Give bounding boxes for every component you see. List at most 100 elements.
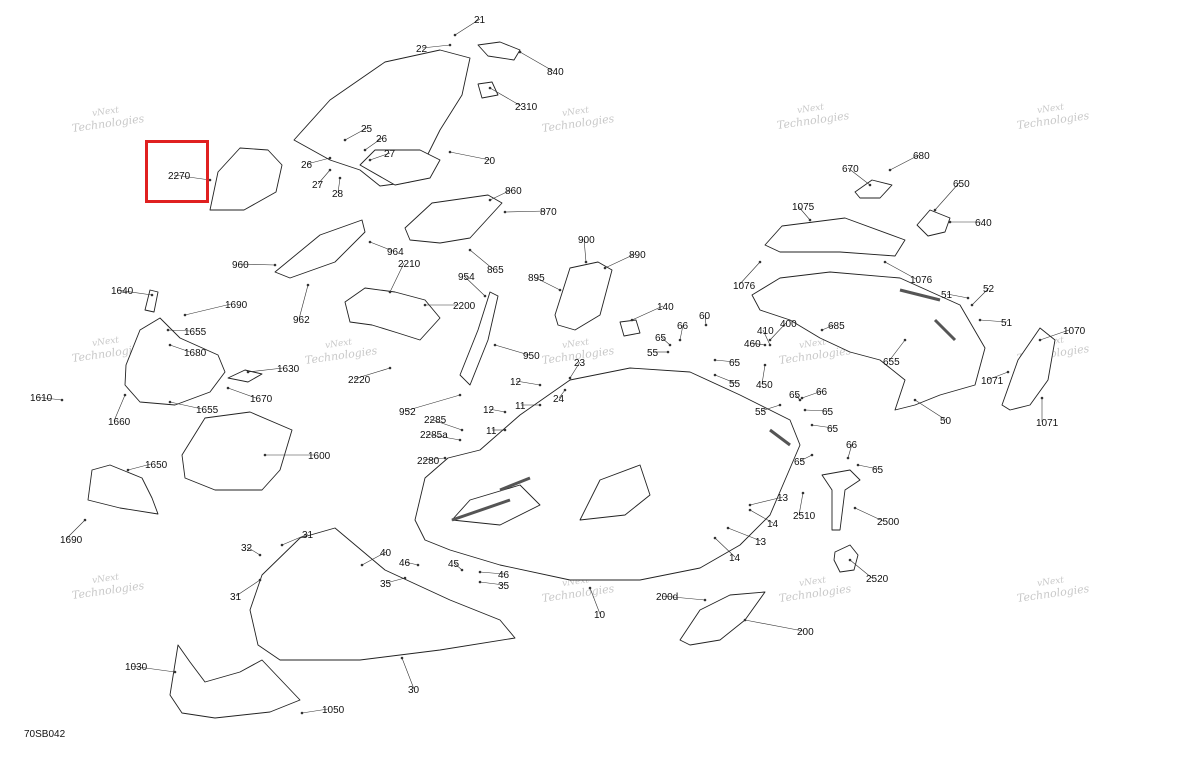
callout-1630[interactable]: 1630 — [277, 364, 300, 375]
callout-1680[interactable]: 1680 — [184, 348, 207, 359]
callout-24[interactable]: 24 — [553, 394, 565, 405]
callout-12[interactable]: 12 — [510, 377, 522, 388]
callout-30[interactable]: 30 — [408, 685, 420, 696]
callout-22[interactable]: 22 — [416, 44, 428, 55]
callout-460[interactable]: 460 — [744, 339, 761, 350]
callout-10[interactable]: 10 — [594, 610, 606, 621]
callout-895[interactable]: 895 — [528, 273, 545, 284]
callout-900[interactable]: 900 — [578, 235, 595, 246]
callout-26[interactable]: 26 — [301, 160, 313, 171]
callout-2210[interactable]: 2210 — [398, 259, 421, 270]
callout-65[interactable]: 65 — [794, 457, 806, 468]
callout-65[interactable]: 65 — [822, 407, 834, 418]
callout-65[interactable]: 65 — [827, 424, 839, 435]
callout-20[interactable]: 20 — [484, 156, 496, 167]
callout-60[interactable]: 60 — [699, 311, 711, 322]
callout-12[interactable]: 12 — [483, 405, 495, 416]
callout-1071[interactable]: 1071 — [981, 376, 1004, 387]
callout-35[interactable]: 35 — [380, 579, 392, 590]
callout-1071[interactable]: 1071 — [1036, 418, 1059, 429]
callout-670[interactable]: 670 — [842, 164, 859, 175]
callout-950[interactable]: 950 — [523, 351, 540, 362]
callout-2270[interactable]: 2270 — [168, 171, 191, 182]
callout-51[interactable]: 51 — [1001, 318, 1013, 329]
callout-35[interactable]: 35 — [498, 581, 510, 592]
callout-685[interactable]: 685 — [828, 321, 845, 332]
callout-2220[interactable]: 2220 — [348, 375, 371, 386]
callout-2310[interactable]: 2310 — [515, 102, 538, 113]
callout-870[interactable]: 870 — [540, 207, 557, 218]
highlight-box[interactable] — [145, 140, 209, 203]
callout-46[interactable]: 46 — [498, 570, 510, 581]
callout-1690[interactable]: 1690 — [225, 300, 248, 311]
callout-865[interactable]: 865 — [487, 265, 504, 276]
callout-1030[interactable]: 1030 — [125, 662, 148, 673]
callout-952[interactable]: 952 — [399, 407, 416, 418]
callout-65[interactable]: 65 — [789, 390, 801, 401]
callout-11[interactable]: 11 — [515, 401, 526, 412]
callout-400[interactable]: 400 — [780, 319, 797, 330]
callout-65[interactable]: 65 — [872, 465, 884, 476]
callout-50[interactable]: 50 — [940, 416, 952, 427]
callout-1655[interactable]: 1655 — [184, 327, 207, 338]
callout-860[interactable]: 860 — [505, 186, 522, 197]
callout-52[interactable]: 52 — [983, 284, 995, 295]
callout-46[interactable]: 46 — [399, 558, 411, 569]
callout-27[interactable]: 27 — [312, 180, 324, 191]
callout-140[interactable]: 140 — [657, 302, 674, 313]
callout-55[interactable]: 55 — [729, 379, 741, 390]
callout-65[interactable]: 65 — [729, 358, 741, 369]
callout-2520[interactable]: 2520 — [866, 574, 889, 585]
callout-26[interactable]: 26 — [376, 134, 388, 145]
callout-1670[interactable]: 1670 — [250, 394, 273, 405]
callout-2500[interactable]: 2500 — [877, 517, 900, 528]
callout-31[interactable]: 31 — [230, 592, 242, 603]
callout-1650[interactable]: 1650 — [145, 460, 168, 471]
callout-13[interactable]: 13 — [755, 537, 767, 548]
callout-28[interactable]: 28 — [332, 189, 344, 200]
callout-650[interactable]: 650 — [953, 179, 970, 190]
callout-1075[interactable]: 1075 — [792, 202, 815, 213]
callout-25[interactable]: 25 — [361, 124, 373, 135]
callout-23[interactable]: 23 — [574, 358, 586, 369]
callout-960[interactable]: 960 — [232, 260, 249, 271]
callout-954[interactable]: 954 — [458, 272, 475, 283]
callout-66[interactable]: 66 — [846, 440, 858, 451]
callout-840[interactable]: 840 — [547, 67, 564, 78]
callout-11[interactable]: 11 — [486, 426, 497, 437]
callout-32[interactable]: 32 — [241, 543, 253, 554]
callout-65[interactable]: 65 — [655, 333, 667, 344]
callout-200[interactable]: 200 — [797, 627, 814, 638]
callout-51[interactable]: 51 — [941, 290, 953, 301]
callout-14[interactable]: 14 — [767, 519, 779, 530]
callout-1050[interactable]: 1050 — [322, 705, 345, 716]
callout-2285a[interactable]: 2285a — [420, 430, 448, 441]
callout-964[interactable]: 964 — [387, 247, 404, 258]
callout-55[interactable]: 55 — [755, 407, 767, 418]
callout-200d[interactable]: 200d — [656, 592, 678, 603]
callout-1070[interactable]: 1070 — [1063, 326, 1086, 337]
callout-655[interactable]: 655 — [883, 357, 900, 368]
callout-1655[interactable]: 1655 — [196, 405, 219, 416]
callout-1610[interactable]: 1610 — [30, 393, 53, 404]
callout-27[interactable]: 27 — [384, 149, 396, 160]
callout-2280[interactable]: 2280 — [417, 456, 440, 467]
callout-2285[interactable]: 2285 — [424, 415, 447, 426]
callout-2200[interactable]: 2200 — [453, 301, 476, 312]
callout-45[interactable]: 45 — [448, 559, 460, 570]
callout-410[interactable]: 410 — [757, 326, 774, 337]
callout-55[interactable]: 55 — [647, 348, 659, 359]
callout-1600[interactable]: 1600 — [308, 451, 331, 462]
callout-13[interactable]: 13 — [777, 493, 789, 504]
callout-962[interactable]: 962 — [293, 315, 310, 326]
callout-1076[interactable]: 1076 — [733, 281, 756, 292]
callout-2510[interactable]: 2510 — [793, 511, 816, 522]
callout-21[interactable]: 21 — [474, 15, 486, 26]
callout-450[interactable]: 450 — [756, 380, 773, 391]
callout-14[interactable]: 14 — [729, 553, 741, 564]
callout-40[interactable]: 40 — [380, 548, 392, 559]
callout-31[interactable]: 31 — [302, 530, 314, 541]
callout-66[interactable]: 66 — [816, 387, 828, 398]
callout-680[interactable]: 680 — [913, 151, 930, 162]
callout-1076[interactable]: 1076 — [910, 275, 933, 286]
